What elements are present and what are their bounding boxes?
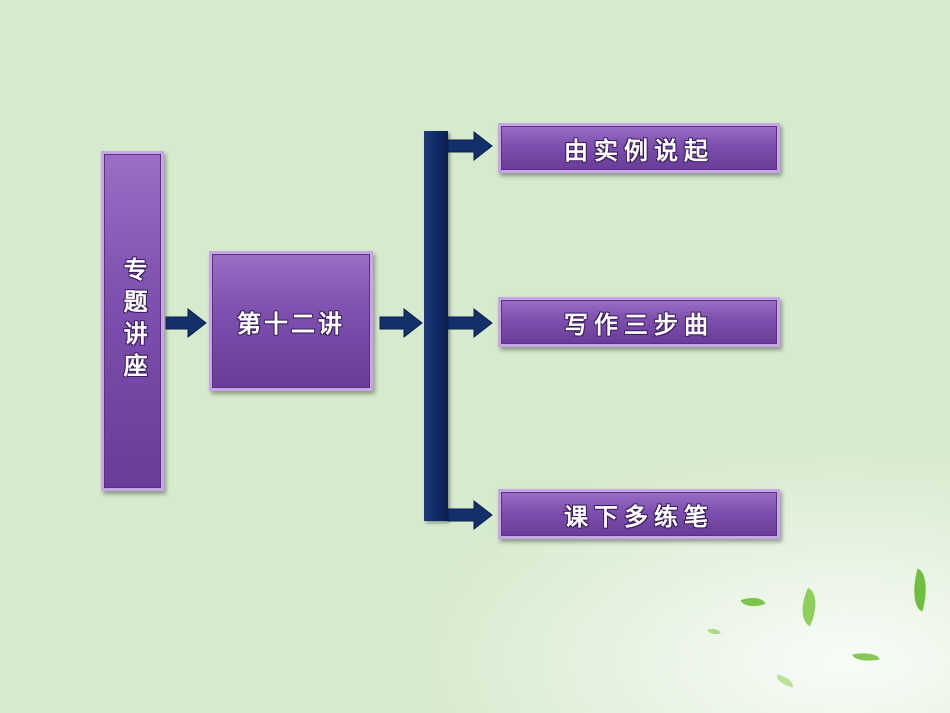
arrow-lecture-to-bar — [379, 307, 423, 339]
leaf-decoration — [852, 649, 880, 665]
arrow-root-to-lecture — [165, 307, 207, 339]
branch-arrow-section-1 — [447, 130, 493, 162]
branch-arrow-section-2 — [447, 307, 493, 339]
leaf-decoration — [775, 674, 795, 688]
leaf-decoration — [793, 587, 825, 627]
section-box-1[interactable]: 由实例说起 — [498, 123, 780, 173]
connector-bar — [424, 131, 448, 521]
leaf-decoration — [707, 626, 721, 637]
branch-arrow-section-3 — [447, 499, 493, 531]
section-box-2[interactable]: 写作三步曲 — [498, 297, 780, 347]
leaf-decoration — [740, 592, 766, 612]
lecture-box: 第十二讲 — [209, 251, 373, 391]
root-topic-box: 专题讲座 — [101, 151, 164, 491]
section-box-3[interactable]: 课下多练笔 — [498, 489, 780, 539]
leaf-decoration — [907, 568, 933, 612]
